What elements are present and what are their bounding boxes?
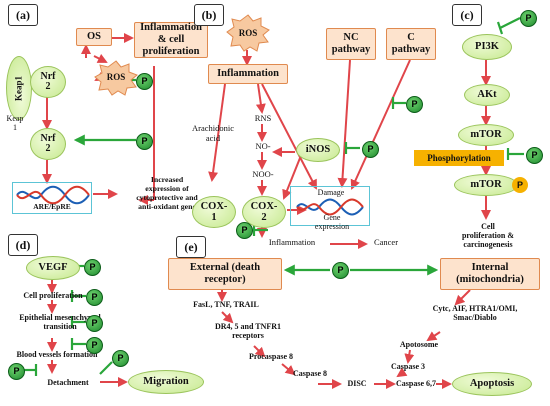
- phosphate-badge-d3: P: [86, 315, 103, 332]
- nrf2-bottom-oval: Nrf 2: [30, 128, 66, 160]
- blood-vessels-label: Blood vessels formation: [16, 350, 98, 359]
- noo-label: NOO-: [252, 169, 274, 179]
- apoptosis-oval: Apoptosis: [452, 372, 532, 396]
- mtor-oval-2: mTOR: [454, 174, 518, 196]
- arachidonic-acid-label: Arachidonic acid: [191, 123, 234, 143]
- procaspase8-label: Procaspase 8: [248, 352, 294, 361]
- cox1-oval: COX- 1: [192, 196, 236, 228]
- damage-label: Damage: [317, 188, 345, 197]
- apotosome-label: Apotosome: [399, 340, 439, 349]
- are-epre-label: ARE/EpRE: [33, 202, 71, 211]
- migration-oval: Migration: [128, 370, 204, 394]
- phosphate-badge-b1: P: [406, 96, 423, 113]
- keap1-small-label: Keap 1: [6, 114, 24, 133]
- mtor-2-label: mTOR: [470, 179, 502, 191]
- panel-d-label: (d): [8, 234, 38, 256]
- are-epre-box: ARE/EpRE: [12, 182, 92, 214]
- phosphate-badge-a2: P: [136, 133, 153, 150]
- mtor-phosphate-circle: P: [512, 177, 528, 193]
- rns-label: RNS: [254, 113, 272, 123]
- internal-mitochondria-box: Internal (mitochondria): [440, 258, 540, 290]
- detachment-label: Detachment: [47, 378, 89, 387]
- nrf2-top-oval: Nrf 2: [30, 66, 66, 98]
- external-death-receptor-box: External (death receptor): [168, 258, 282, 290]
- dr4-receptors-label: DR4, 5 and TNFR1 receptors: [214, 322, 282, 341]
- cell-proliferation-d: Cell proliferation: [23, 291, 83, 300]
- c-pathway-box: C pathway: [386, 28, 436, 60]
- ros-star-shape: [94, 60, 138, 96]
- cancer-label: Cancer: [373, 237, 399, 247]
- phosphate-badge-b3: P: [236, 222, 253, 239]
- akt-oval: AKt: [464, 84, 510, 106]
- caspase3-label: Caspase 3: [390, 362, 425, 371]
- pi3k-oval: PI3K: [462, 34, 512, 60]
- disc-label: DISC: [347, 379, 367, 388]
- panel-e-label: (e): [176, 236, 206, 258]
- phosphate-badge-d2: P: [86, 289, 103, 306]
- phosphate-badge-b2: P: [362, 141, 379, 158]
- dna-helix-icon: [16, 185, 90, 205]
- no-label: NO-: [255, 141, 271, 151]
- caspase8-label: Caspase 8: [292, 369, 327, 378]
- dna-helix-icon-b: [296, 198, 364, 216]
- emt-label: Epithelial mesenchymal transition: [19, 313, 101, 332]
- ros-label-b: ROS: [238, 28, 258, 38]
- phosphate-badge-d4: P: [86, 337, 103, 354]
- os-box: OS: [76, 28, 112, 46]
- cell-proliferation-carcinogenesis: Cell proliferation & carcinogenesis: [461, 222, 515, 250]
- phosphate-badge-e1: P: [332, 262, 349, 279]
- phosphate-badge-d6: P: [112, 350, 129, 367]
- phosphate-badge-c2: P: [526, 147, 543, 164]
- phosphate-badge-d5: P: [8, 363, 25, 380]
- phosphate-badge-c1: P: [520, 10, 537, 27]
- fasl-tnf-trail-label: FasL, TNF, TRAIL: [193, 300, 259, 309]
- phosphate-badge-d1: P: [84, 259, 101, 276]
- panel-c-label: (c): [452, 4, 482, 26]
- damage-gene-box: Damage: [290, 186, 370, 226]
- panel-a-label: (a): [8, 4, 38, 26]
- caspase67-label: Caspase 6,7: [395, 379, 436, 388]
- mtor-oval-1: mTOR: [458, 124, 514, 146]
- ros-star-shape-b: [226, 14, 270, 52]
- panel-b-label: (b): [194, 4, 224, 26]
- inflammation-cell-proliferation-box: Inflammation & cell proliferation: [134, 22, 208, 58]
- inflammation-label-b2: Inflammation: [268, 237, 316, 247]
- inflammation-box-b: Inflammation: [208, 64, 288, 84]
- increased-expression-text: Increased expression of cytoprotective a…: [136, 175, 198, 211]
- keap1-oval: Keap1: [6, 56, 32, 120]
- gene-expression-label: Gene expression: [314, 213, 350, 232]
- inos-oval: iNOS: [296, 138, 340, 162]
- cytc-aif-label: Cytc, AIF, HTRA1/OMI, Smac/Diablo: [432, 304, 518, 323]
- nc-pathway-box: NC pathway: [326, 28, 376, 60]
- phosphorylation-banner: Phosphorylation: [414, 150, 504, 166]
- vegf-oval: VEGF: [26, 256, 80, 280]
- phosphate-badge-a1: P: [136, 73, 153, 90]
- ros-label-a: ROS: [106, 72, 126, 82]
